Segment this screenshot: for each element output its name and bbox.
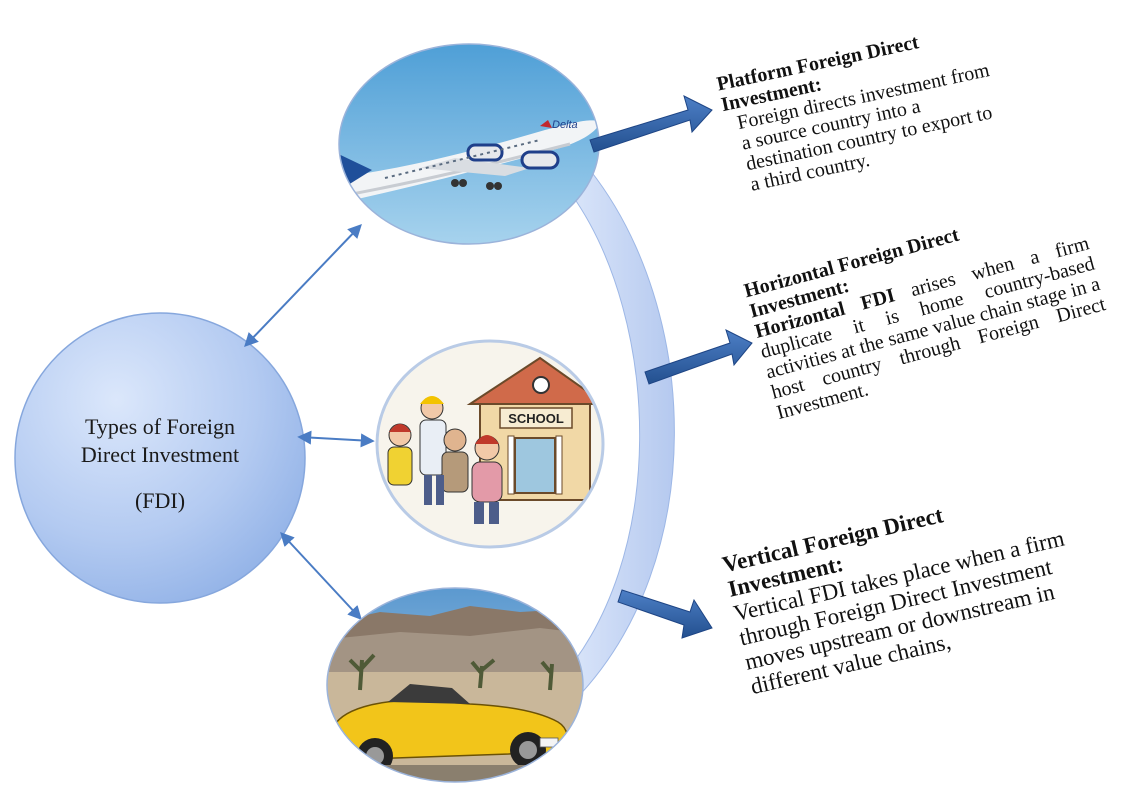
center-label-abbreviation: (FDI) [134, 488, 186, 513]
center-label-line1: Types of Foreign [85, 414, 235, 439]
school-sign-text: SCHOOL [508, 411, 564, 426]
block-arrow-vertical [617, 589, 713, 639]
block-arrow-platform [589, 95, 713, 153]
connector-arrow-middle [297, 430, 375, 448]
school-cartoon: SCHOOL [375, 339, 605, 549]
center-circle [14, 312, 306, 604]
center-label-line2: Direct Investment [80, 442, 240, 467]
block-arrow-horizontal [644, 329, 753, 385]
car-desert-photo [326, 587, 584, 783]
airplane-photo: Delta [338, 43, 600, 245]
center-label: Types of Foreign Direct Investment (FDI) [40, 413, 280, 515]
airline-logo-text: Delta [552, 119, 578, 131]
connector-arrow-bottom [280, 531, 362, 621]
connector-arrow-top [244, 223, 362, 348]
